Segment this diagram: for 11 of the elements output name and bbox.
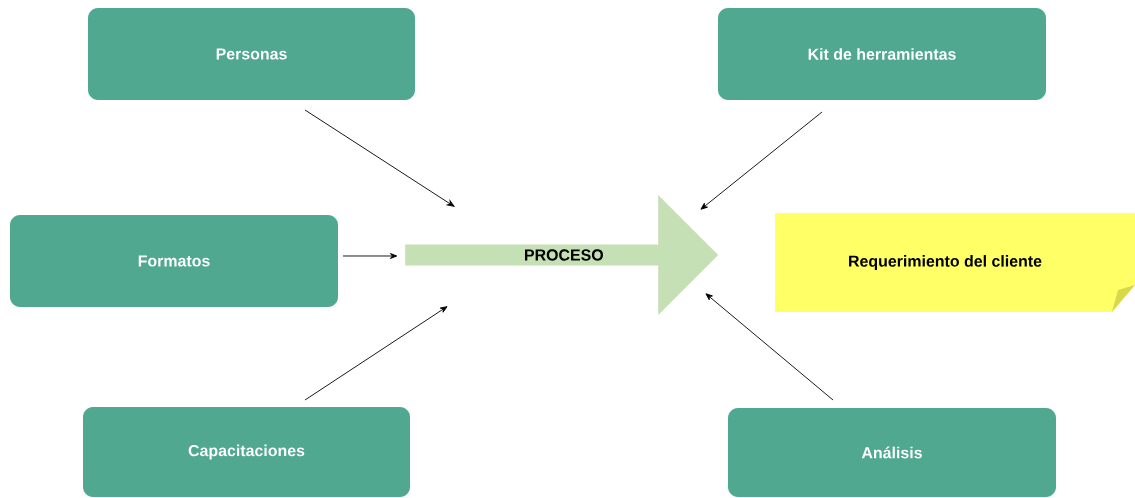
arrow (342, 253, 398, 259)
rounded-box: Personas (88, 8, 415, 100)
arrow (700, 111, 823, 210)
arrow (304, 109, 455, 207)
arrow (705, 293, 834, 401)
sticky-note: Requerimiento del cliente (775, 213, 1135, 312)
arrow (304, 306, 448, 401)
rounded-box: Kit de herramientas (718, 8, 1046, 100)
rounded-box: Análisis (728, 408, 1056, 497)
rounded-box: Capacitaciones (83, 407, 410, 497)
rounded-box: Formatos (10, 215, 338, 307)
